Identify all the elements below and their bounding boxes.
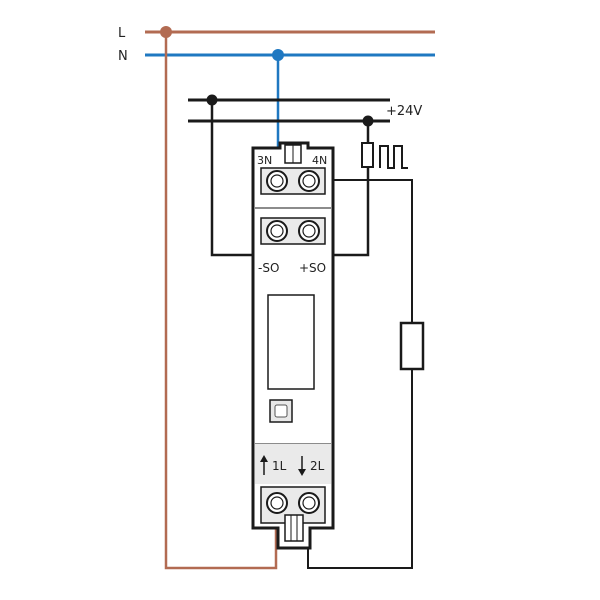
resistor-icon: [399, 321, 425, 371]
meter-display: [267, 294, 315, 390]
wire-load-return: [307, 369, 413, 569]
label-3n: 3N: [257, 154, 272, 167]
terminal-2l: [298, 492, 320, 514]
label-l: L: [118, 26, 126, 41]
wire-load-out: [306, 179, 413, 323]
junction-l: [160, 26, 172, 38]
label-so-minus: -SO: [258, 261, 279, 275]
terminal-so-minus: [266, 220, 288, 242]
label-24v: +24V: [386, 104, 422, 119]
energy-meter: [251, 141, 335, 550]
terminal-so-plus: [298, 220, 320, 242]
label-n: N: [118, 49, 128, 64]
junction-n: [272, 49, 284, 61]
pulse-train-icon: [361, 142, 408, 169]
junction-dc-plus: [362, 115, 374, 127]
terminal-4n: [298, 170, 320, 192]
label-so-plus: +SO: [299, 261, 326, 275]
label-2l: 2L: [310, 459, 325, 473]
label-4n: 4N: [312, 154, 327, 167]
arrow-up-icon: [260, 455, 268, 475]
label-1l: 1L: [272, 459, 287, 473]
junction-dc-minus: [206, 94, 218, 106]
terminal-1l: [266, 492, 288, 514]
wire-l-feed: [164, 32, 278, 570]
arrow-down-icon: [298, 456, 306, 476]
terminal-3n: [266, 170, 288, 192]
